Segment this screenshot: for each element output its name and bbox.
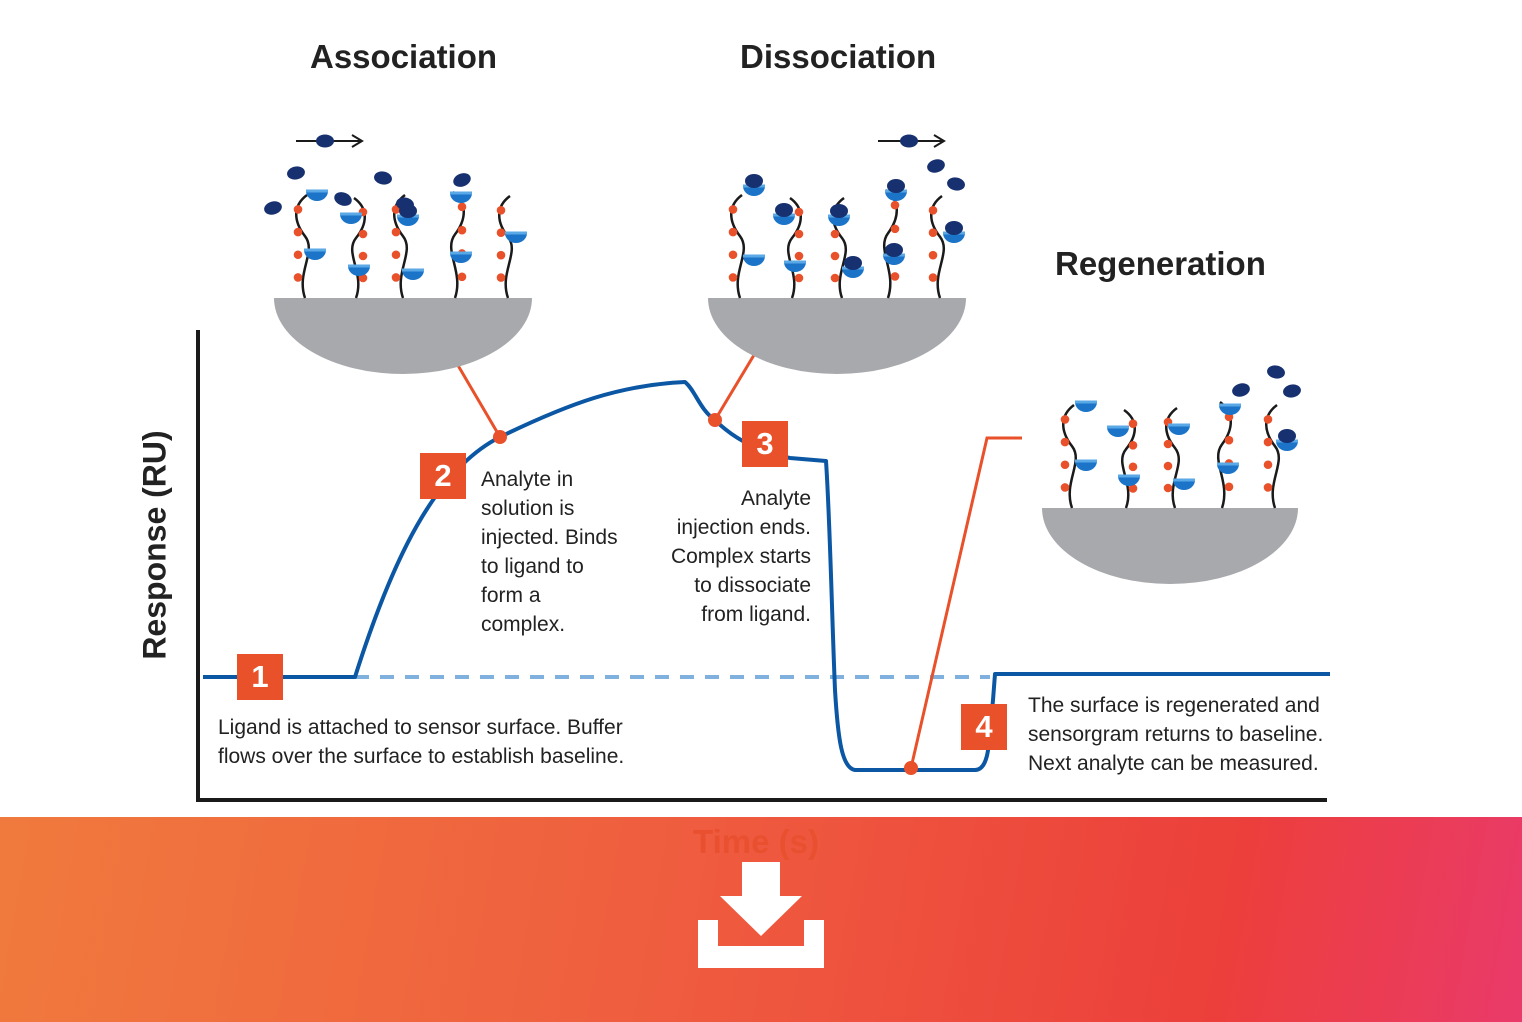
- y-axis-label: Response (RU): [136, 430, 173, 660]
- step-2-line-1: Analyte in: [481, 468, 574, 491]
- ligand-chain: [496, 194, 527, 299]
- ligand-chain: [1216, 401, 1241, 509]
- analyte-molecules: [264, 134, 1301, 398]
- step-1-line-2: flows over the surface to establish base…: [218, 745, 625, 768]
- analyte-molecule: [287, 166, 305, 180]
- step-badge-1: 1: [237, 654, 283, 700]
- callout-dot-dissociation: [708, 413, 722, 427]
- ligand-chain: [1060, 400, 1097, 509]
- step-3-line-2: injection ends.: [676, 516, 811, 539]
- callout-line-regeneration: [909, 436, 1022, 769]
- axes: [196, 330, 1327, 802]
- ligand-chain: [391, 193, 424, 299]
- sensor-surface-regeneration: [1042, 508, 1298, 584]
- ligand-chain: [1163, 406, 1195, 509]
- step-2-line-2: solution is: [481, 497, 575, 520]
- ligand-chain: [773, 196, 806, 299]
- sensor-surface-association: [274, 298, 532, 374]
- step-badge-3: 3: [742, 421, 788, 467]
- download-icon[interactable]: [696, 858, 826, 970]
- step-4-line-3: Next analyte can be measured.: [1028, 752, 1319, 775]
- sensorgram-curve: [203, 380, 1330, 772]
- ligand-chain: [828, 196, 864, 299]
- callout-dot-regeneration: [904, 761, 918, 775]
- ligand-chain: [449, 191, 472, 299]
- ligand-chain: [1107, 408, 1140, 509]
- step-1-line-1: Ligand is attached to sensor surface. Bu…: [218, 716, 623, 739]
- step-4-line-1: The surface is regenerated and: [1028, 694, 1320, 717]
- step-2-line-4: to ligand to: [481, 555, 584, 578]
- ligand-chain: [340, 196, 370, 299]
- analyte-molecule: [1232, 383, 1250, 397]
- analyte-molecule: [1267, 365, 1285, 379]
- heading-regeneration: Regeneration: [1055, 245, 1266, 282]
- step-description-3: Analyte injection ends. Complex starts t…: [671, 484, 811, 629]
- analyte-molecule: [316, 134, 334, 148]
- analyte-molecule: [374, 171, 392, 185]
- step-3-line-5: from ligand.: [701, 603, 811, 626]
- analyte-molecule: [334, 192, 352, 206]
- x-axis-label: Time (s): [693, 823, 819, 860]
- heading-association: Association: [310, 38, 498, 75]
- callout-line-association: [454, 361, 502, 438]
- analyte-molecule: [947, 177, 965, 191]
- ligand-chain: [928, 194, 965, 299]
- step-2-line-5: form a: [481, 584, 541, 607]
- step-3-line-3: Complex starts: [670, 545, 811, 568]
- analyte-molecule: [1283, 384, 1301, 398]
- ligand-chain: [293, 189, 328, 299]
- step-badge-2: 2: [420, 453, 466, 499]
- ligand-chain: [882, 179, 907, 299]
- step-description-1: Ligand is attached to sensor surface. Bu…: [218, 713, 624, 771]
- heading-dissociation: Dissociation: [740, 38, 937, 75]
- step-2-line-6: complex.: [481, 613, 566, 636]
- step-3-line-4: to dissociate: [694, 574, 811, 597]
- callout-dot-association: [493, 430, 507, 444]
- analyte-molecule: [927, 159, 945, 173]
- ligand-chain: [1263, 403, 1298, 509]
- ligand-chain: [728, 174, 765, 299]
- step-description-4: The surface is regenerated and sensorgra…: [1028, 691, 1323, 778]
- sensor-surface-dissociation: [708, 298, 966, 374]
- analyte-molecule: [900, 134, 918, 148]
- analyte-molecule: [453, 173, 471, 187]
- callout-line-dissociation: [713, 349, 759, 421]
- step-badge-4: 4: [961, 704, 1007, 750]
- step-2-line-3: injected. Binds: [481, 526, 618, 549]
- analyte-molecule: [264, 201, 282, 215]
- step-description-2: Analyte in solution is injected. Binds t…: [481, 465, 618, 639]
- analyte-molecule: [396, 197, 414, 211]
- ligand-molecules: [293, 174, 1298, 509]
- step-3-line-1: Analyte: [740, 487, 811, 510]
- step-4-line-2: sensorgram returns to baseline.: [1028, 723, 1324, 746]
